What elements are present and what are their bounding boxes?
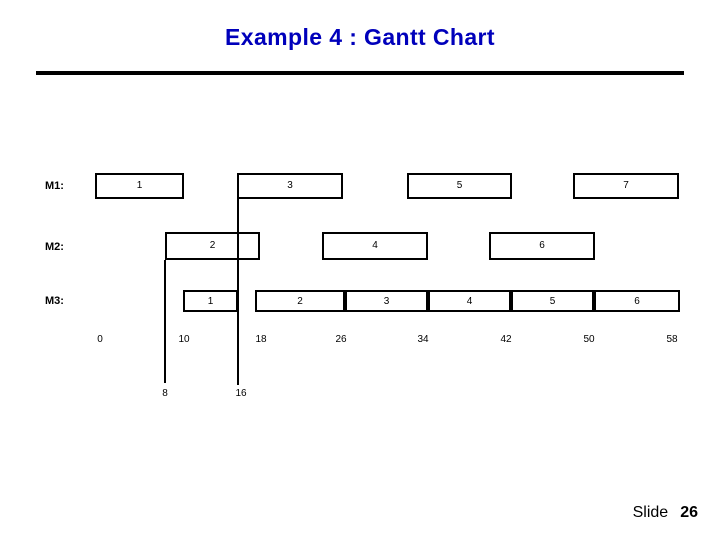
axis-tick-label: 10 <box>178 334 190 345</box>
axis-tick-label: 18 <box>255 334 267 345</box>
title-divider <box>36 71 684 75</box>
axis-tick-label: 58 <box>666 334 678 345</box>
slide-footer: Slide 26 <box>633 504 698 522</box>
axis-tick-label: 50 <box>583 334 595 345</box>
task-box: 5 <box>511 290 594 312</box>
axis-tick-label: 42 <box>500 334 512 345</box>
task-box: 1 <box>95 173 184 199</box>
task-box: 3 <box>345 290 428 312</box>
axis-tick-label: 34 <box>417 334 429 345</box>
task-box: 7 <box>573 173 679 199</box>
task-box: 2 <box>255 290 345 312</box>
connector-line-16 <box>237 175 239 385</box>
slide-footer-label: Slide <box>632 504 669 521</box>
task-box: 2 <box>165 232 260 260</box>
task-box: 6 <box>489 232 595 260</box>
task-box: 4 <box>322 232 428 260</box>
row-label-m1: M1: <box>45 180 64 192</box>
page-title: Example 4 : Gantt Chart <box>225 24 495 50</box>
task-box: 1 <box>183 290 238 312</box>
axis-tick-label: 0 <box>97 334 103 345</box>
row-label-m2: M2: <box>45 241 64 253</box>
task-box: 5 <box>407 173 512 199</box>
axis-tick-label-secondary: 16 <box>235 388 247 399</box>
task-box: 4 <box>428 290 511 312</box>
axis-tick-label-secondary: 8 <box>162 388 168 399</box>
slide-number: 26 <box>680 504 698 521</box>
task-box: 6 <box>594 290 680 312</box>
task-box: 3 <box>237 173 343 199</box>
connector-line-8 <box>164 260 166 383</box>
row-label-m3: M3: <box>45 295 64 307</box>
axis-tick-label: 26 <box>335 334 347 345</box>
